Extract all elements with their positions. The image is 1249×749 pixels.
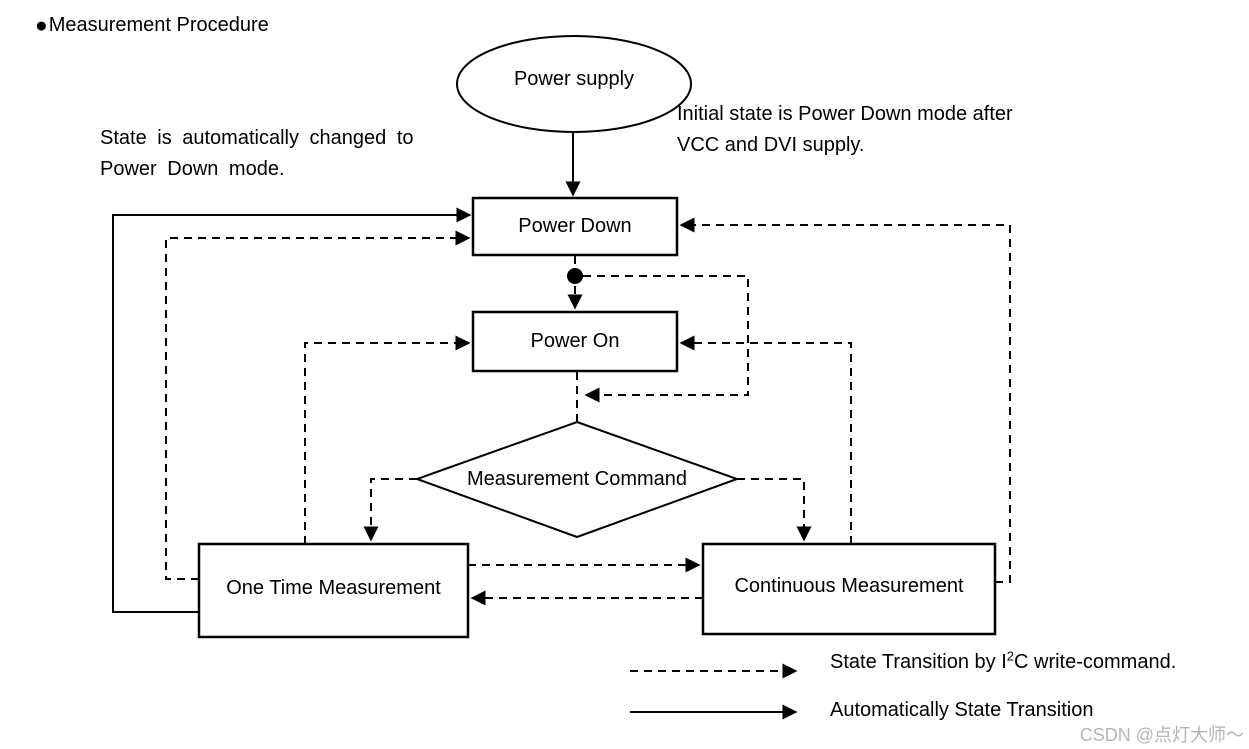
legend-i2c-post: C write-command. xyxy=(1014,651,1177,673)
edge-power-down-to-measurement-command xyxy=(583,275,749,403)
power-on-box xyxy=(471,310,679,373)
annotation-line: Power Down mode. xyxy=(100,158,285,180)
continuous-measurement-label: Continuous Measurement xyxy=(734,574,964,597)
edge-one-time-to-power-down-auto xyxy=(112,207,472,613)
power-supply-ellipse xyxy=(456,35,692,133)
one-time-measurement-box xyxy=(197,542,470,639)
annotation-line: Initial state is Power Down mode after xyxy=(677,103,1013,125)
junction-dot xyxy=(567,268,583,284)
page-title: ● Measurement Procedure xyxy=(35,14,269,37)
power-supply-label: Power supply xyxy=(513,68,635,90)
measurement-command-diamond xyxy=(414,420,740,539)
one-time-measurement-label: One Time Measurement xyxy=(226,576,441,599)
legend-i2c-superscript: 2 xyxy=(1006,648,1014,664)
power-down-label: Power Down xyxy=(518,215,632,237)
annotation-auto-power-down: State is automatically changed to Power … xyxy=(100,123,414,185)
legend-i2c-pre: State Transition by I xyxy=(830,651,1007,673)
edge-continuous-to-power-on xyxy=(679,335,852,544)
bullet-icon: ● xyxy=(35,14,48,37)
measurement-command-label: Measurement Command xyxy=(466,468,688,490)
annotation-line: VCC and DVI supply. xyxy=(677,134,865,156)
power-on-label: Power On xyxy=(530,330,620,352)
edge-one-time-to-power-on xyxy=(304,335,471,544)
edge-continuous-to-power-down xyxy=(679,217,1011,583)
legend-i2c-label: State Transition by I2C write-command. xyxy=(830,648,1177,674)
edge-measurement-command-to-one-time xyxy=(363,478,417,542)
legend-auto-label: Automatically State Transition xyxy=(830,699,1094,721)
edge-measurement-command-to-continuous xyxy=(737,478,812,542)
page-title-text: Measurement Procedure xyxy=(48,14,269,36)
edge-one-time-to-power-down-cmd xyxy=(165,230,471,580)
annotation-line: State is automatically changed to xyxy=(100,127,414,149)
annotation-initial-state: Initial state is Power Down mode after V… xyxy=(677,99,1013,161)
continuous-measurement-box xyxy=(701,542,997,636)
csdn-watermark: CSDN @点灯大师～ xyxy=(1079,725,1244,745)
power-down-box xyxy=(471,196,679,257)
